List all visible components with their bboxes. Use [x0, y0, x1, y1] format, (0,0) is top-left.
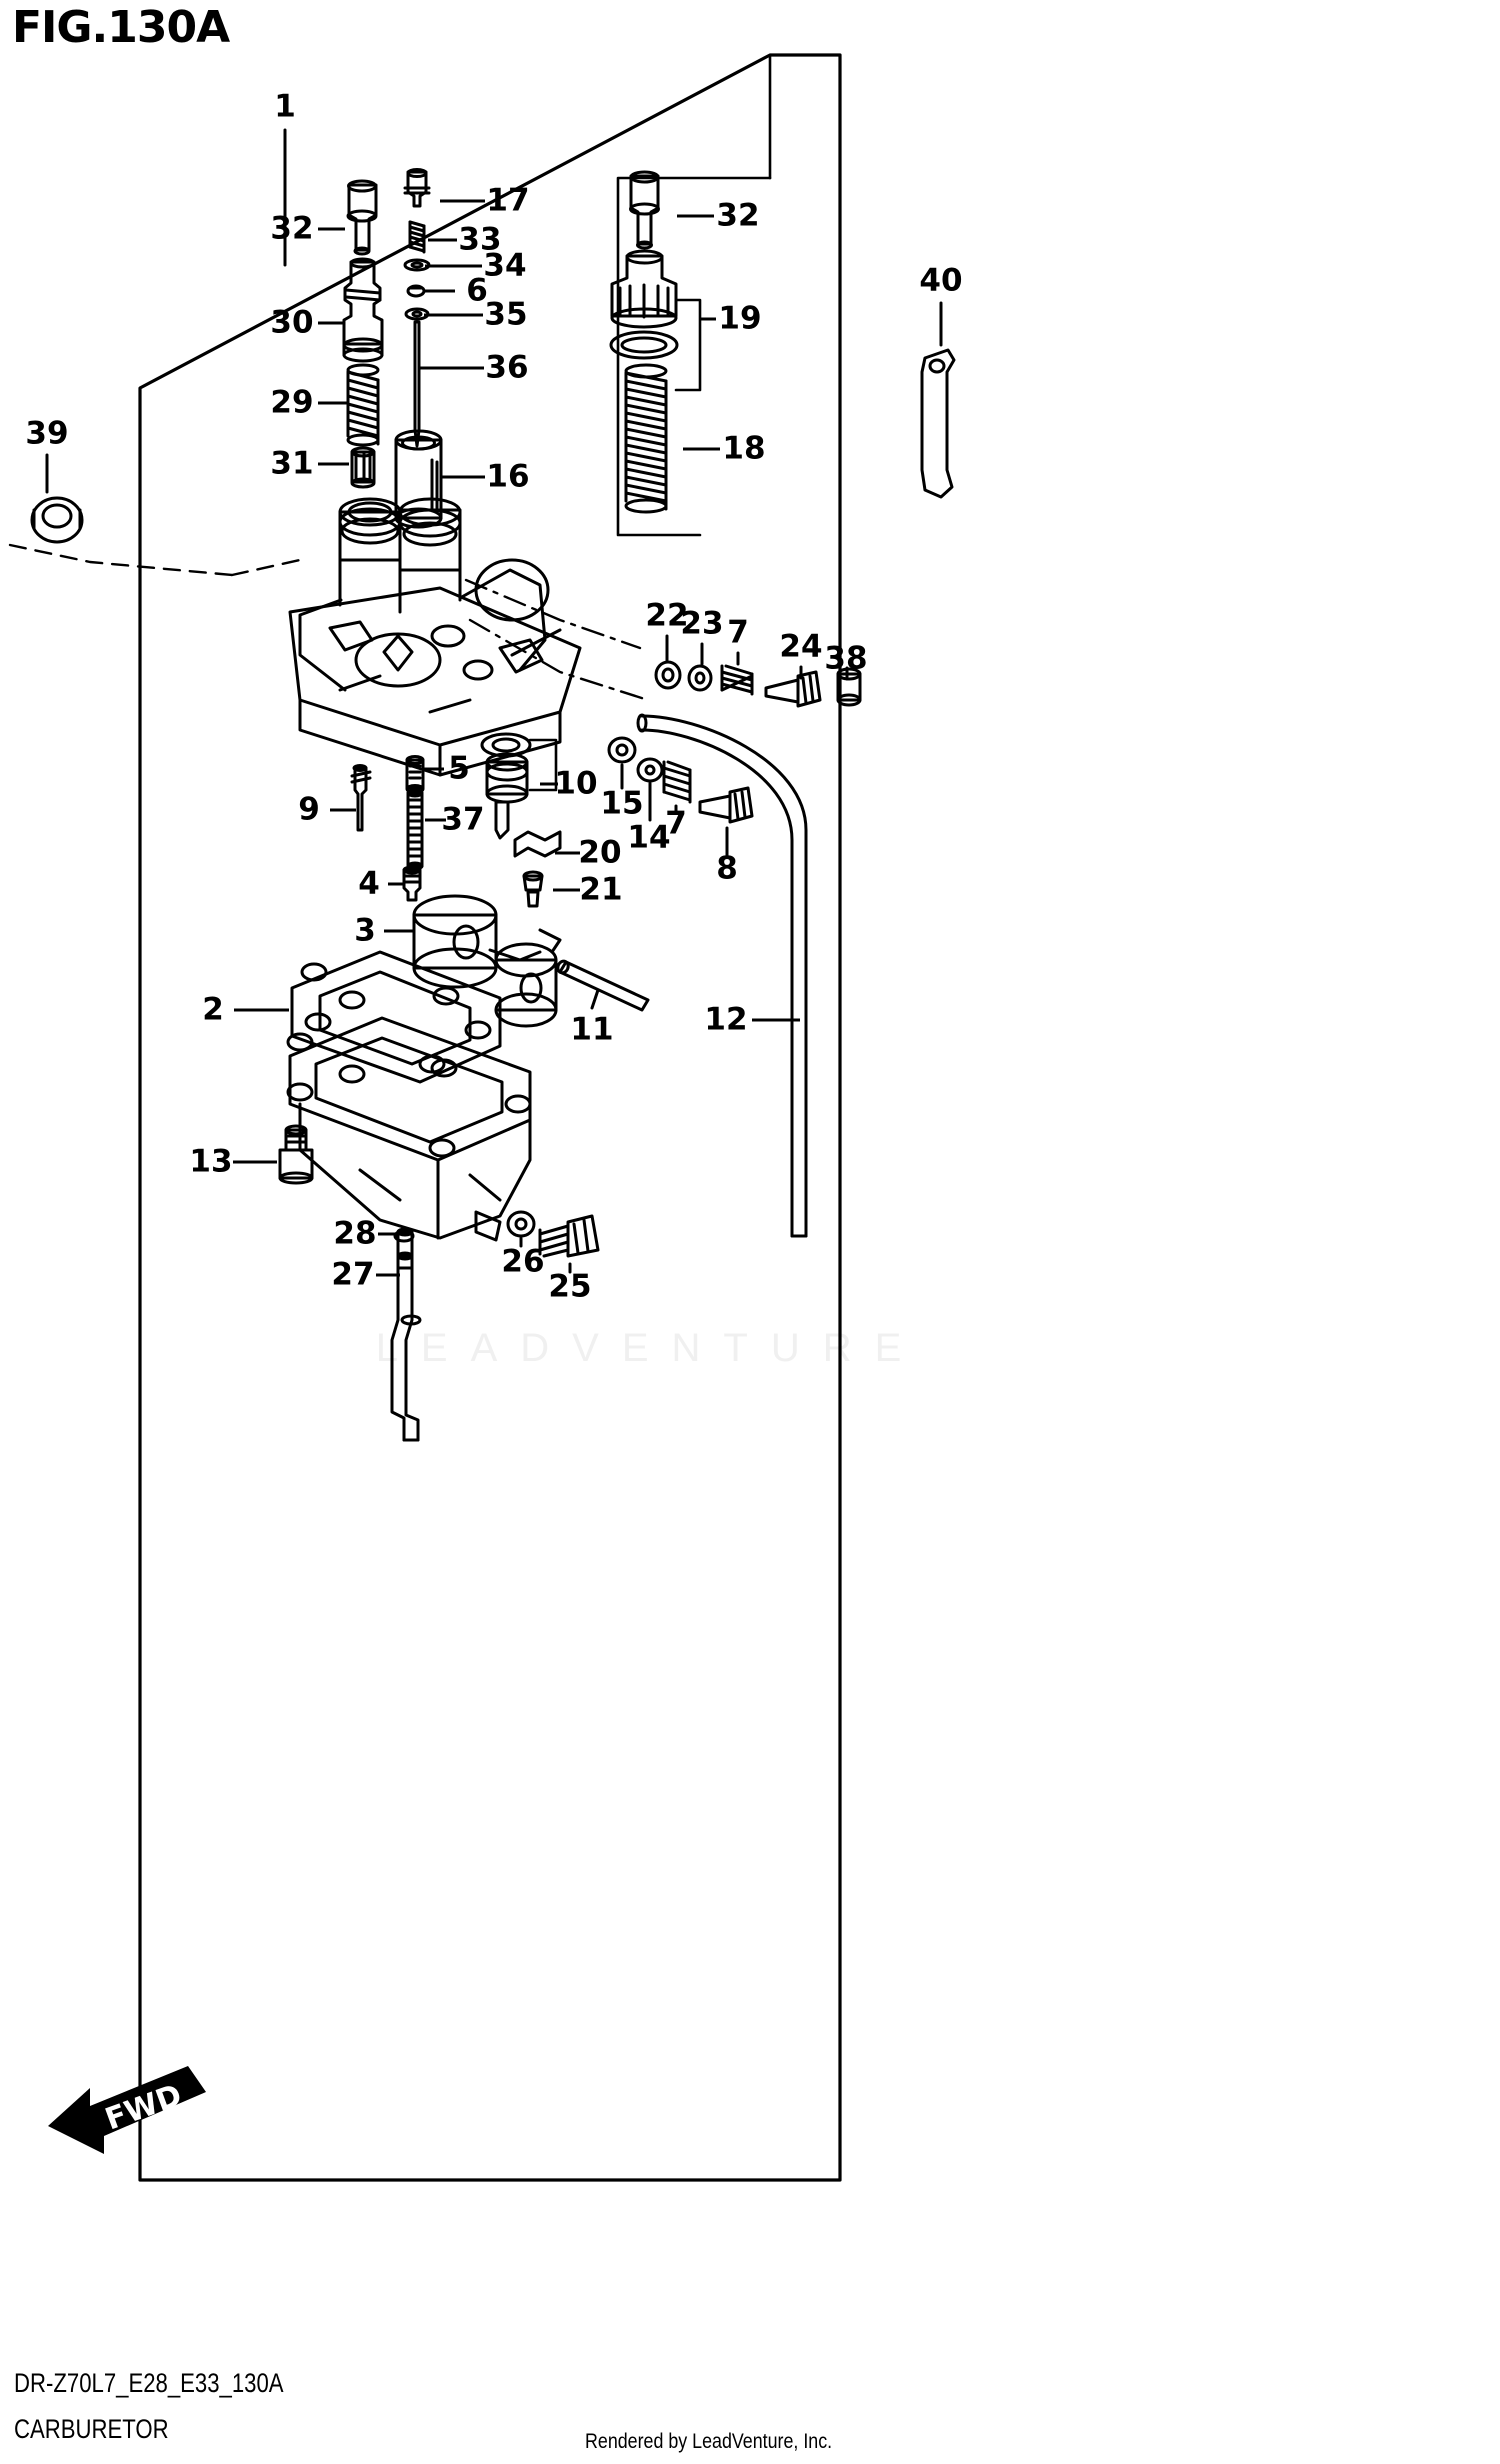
part-7-spring-lower — [662, 760, 692, 814]
callout-23[interactable]: 23 — [680, 605, 724, 642]
callout-10[interactable]: 10 — [554, 765, 598, 802]
footer: DR-Z70L7_E28_E33_130A CARBURETOR Rendere… — [0, 2368, 1500, 2464]
callout-29[interactable]: 29 — [270, 384, 314, 421]
callout-30[interactable]: 30 — [270, 304, 314, 341]
part-20-clip — [513, 830, 562, 858]
figure-title: FIG.130A — [12, 2, 230, 53]
callout-14[interactable]: 14 — [627, 819, 671, 856]
callout-19[interactable]: 19 — [718, 300, 762, 337]
part-19-cap-oring — [609, 249, 702, 392]
part-3-floats — [412, 894, 562, 1028]
callout-37[interactable]: 37 — [441, 801, 485, 838]
callout-39[interactable]: 39 — [25, 415, 69, 452]
callout-17[interactable]: 17 — [486, 182, 530, 219]
subgroup-19-bracket — [616, 176, 772, 537]
part-12-hose — [636, 713, 808, 1238]
callout-40[interactable]: 40 — [919, 262, 963, 299]
callout-24[interactable]: 24 — [779, 628, 823, 665]
callout-6[interactable]: 6 — [466, 272, 488, 309]
part-21-screw — [522, 870, 544, 908]
callout-21[interactable]: 21 — [579, 871, 623, 908]
callout-2[interactable]: 2 — [202, 991, 224, 1028]
part-22-oring — [654, 634, 682, 690]
fwd-arrow: FWD — [38, 2030, 238, 2160]
part-32-cap-right — [629, 170, 660, 250]
callout-28[interactable]: 28 — [333, 1215, 377, 1252]
callout-15[interactable]: 15 — [600, 785, 644, 822]
part-31-needle-clip — [350, 446, 376, 489]
callout-1[interactable]: 1 — [274, 88, 296, 125]
part-25-pilot-screw — [538, 1214, 600, 1274]
callout-3[interactable]: 3 — [354, 912, 376, 949]
part-26-washer — [506, 1210, 536, 1248]
callout-34[interactable]: 34 — [483, 247, 527, 284]
part-28-clip — [393, 1229, 415, 1243]
part-40-lever — [920, 301, 956, 499]
callout-31[interactable]: 31 — [270, 445, 314, 482]
callout-7[interactable]: 7 — [727, 614, 749, 651]
callout-12[interactable]: 12 — [704, 1001, 748, 1038]
footer-rendered-by: Rendered by LeadVenture, Inc. — [585, 2430, 833, 2453]
part-14-washer — [636, 757, 664, 822]
callout-36[interactable]: 36 — [485, 349, 529, 386]
part-9-pilot-jet — [350, 764, 372, 832]
part-4-main-jet — [402, 865, 422, 902]
leader-11 — [590, 988, 600, 1010]
part-18-spring — [624, 363, 668, 514]
callout-32[interactable]: 32 — [270, 210, 314, 247]
part-8-screw — [698, 786, 754, 857]
part-5-needle-valve — [405, 755, 425, 794]
footer-section-name: CARBURETOR — [14, 2414, 169, 2444]
callout-32[interactable]: 32 — [716, 197, 760, 234]
callout-8[interactable]: 8 — [716, 850, 738, 887]
callout-9[interactable]: 9 — [298, 791, 320, 828]
part-30-adjuster — [342, 257, 384, 363]
callout-4[interactable]: 4 — [358, 865, 380, 902]
callout-22[interactable]: 22 — [645, 597, 689, 634]
callout-18[interactable]: 18 — [722, 430, 766, 467]
callout-38[interactable]: 38 — [824, 640, 868, 677]
group-boundary-polygon — [138, 53, 842, 2182]
callout-7[interactable]: 7 — [665, 805, 687, 842]
part-11-float-pin — [556, 959, 650, 1012]
part-39-nut — [8, 453, 302, 577]
part-27-drain-hose — [390, 1251, 422, 1442]
part-10-float-valve-group — [480, 732, 558, 840]
carburetor-exploded-diagram — [8, 53, 956, 2182]
callout-16[interactable]: 16 — [486, 458, 530, 495]
callout-26[interactable]: 26 — [501, 1243, 545, 1280]
part-32-cap-left — [346, 179, 378, 256]
callout-5[interactable]: 5 — [448, 750, 470, 787]
callout-27[interactable]: 27 — [331, 1256, 375, 1293]
callout-35[interactable]: 35 — [484, 296, 528, 333]
part-23-washer — [687, 642, 713, 692]
callout-33[interactable]: 33 — [458, 221, 502, 258]
callout-leaders — [233, 199, 800, 1277]
callout-13[interactable]: 13 — [189, 1143, 233, 1180]
part-carburetor-body — [288, 497, 650, 777]
part-7-spring-upper — [720, 651, 754, 696]
part-38-plug — [836, 666, 862, 707]
part-15-washer — [607, 736, 637, 790]
part-13-drain-screw — [278, 1124, 314, 1185]
part-24-screw — [764, 665, 822, 708]
part-17-cap — [403, 168, 431, 208]
callout-11[interactable]: 11 — [570, 1011, 614, 1048]
callout-25[interactable]: 25 — [548, 1268, 592, 1305]
callout-20[interactable]: 20 — [578, 834, 622, 871]
part-33-spring — [408, 220, 426, 254]
footer-figure-code: DR-Z70L7_E28_E33_130A — [14, 2368, 284, 2398]
